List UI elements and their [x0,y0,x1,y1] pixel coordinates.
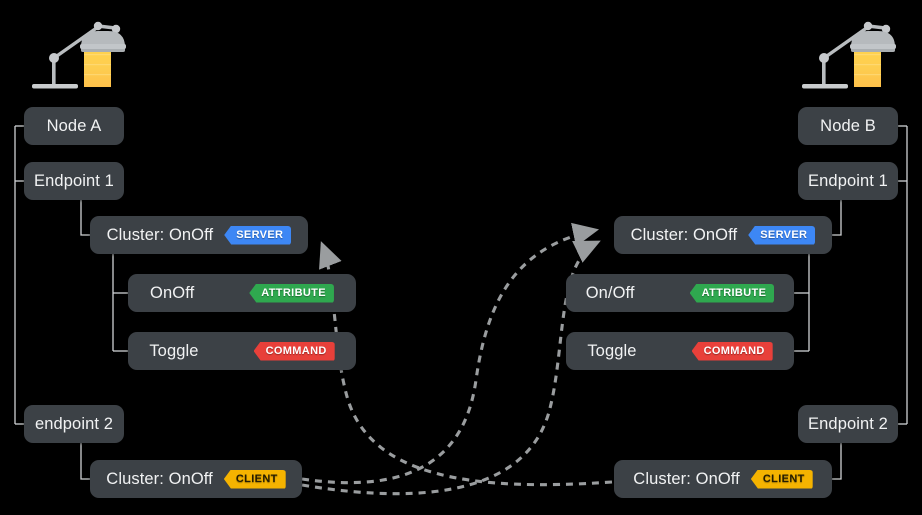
node-a-label: Node A [46,116,102,135]
left-attribute-row[interactable]: OnOff ATTRIBUTE [128,274,356,312]
left-endpoint-1-box[interactable]: Endpoint 1 [24,162,124,200]
server-badge: SERVER [224,225,292,245]
node-b-label: Node B [820,116,876,135]
left-endpoint-2-box[interactable]: endpoint 2 [24,405,124,443]
left-endpoint-1-label: Endpoint 1 [34,171,114,190]
left-cluster-server-label: Cluster: OnOff [106,225,214,244]
right-cluster-server-label: Cluster: OnOff [630,225,738,244]
desk-lamp-icon-left [32,21,126,89]
client-badge: CLIENT [750,469,813,489]
left-endpoint-2-label: endpoint 2 [34,414,114,433]
right-attribute-row[interactable]: On/Off ATTRIBUTE [566,274,794,312]
right-command-label: Toggle [587,341,637,360]
right-endpoint-2-box[interactable]: Endpoint 2 [798,405,898,443]
command-badge: COMMAND [691,341,773,361]
right-endpoint-2-label: Endpoint 2 [808,414,888,433]
right-endpoint-1-label: Endpoint 1 [808,171,888,190]
right-command-row[interactable]: Toggle COMMAND [566,332,794,370]
left-attribute-label: OnOff [150,283,195,302]
left-cluster-client-box[interactable]: Cluster: OnOff CLIENT [90,460,302,498]
link-right-client-to-left-server [319,241,613,487]
left-command-label: Toggle [149,341,199,360]
node-b-box[interactable]: Node B [798,107,898,145]
left-command-row[interactable]: Toggle COMMAND [128,332,356,370]
right-attribute-label: On/Off [585,283,635,302]
attribute-badge: ATTRIBUTE [689,283,775,303]
client-badge: CLIENT [223,469,286,489]
link-left-client-to-right-server-upper [301,222,600,485]
right-cluster-client-label: Cluster: OnOff [633,469,740,488]
left-cluster-client-label: Cluster: OnOff [106,469,213,488]
link-left-client-to-right-server-lower [301,240,601,496]
command-badge: COMMAND [253,341,335,361]
desk-lamp-icon-right [802,21,896,89]
node-a-box[interactable]: Node A [24,107,124,145]
right-endpoint-1-box[interactable]: Endpoint 1 [798,162,898,200]
right-cluster-client-box[interactable]: Cluster: OnOff CLIENT [614,460,832,498]
right-cluster-server-box[interactable]: Cluster: OnOff SERVER [614,216,832,254]
left-cluster-server-box[interactable]: Cluster: OnOff SERVER [90,216,308,254]
server-badge: SERVER [748,225,816,245]
attribute-badge: ATTRIBUTE [249,283,334,303]
